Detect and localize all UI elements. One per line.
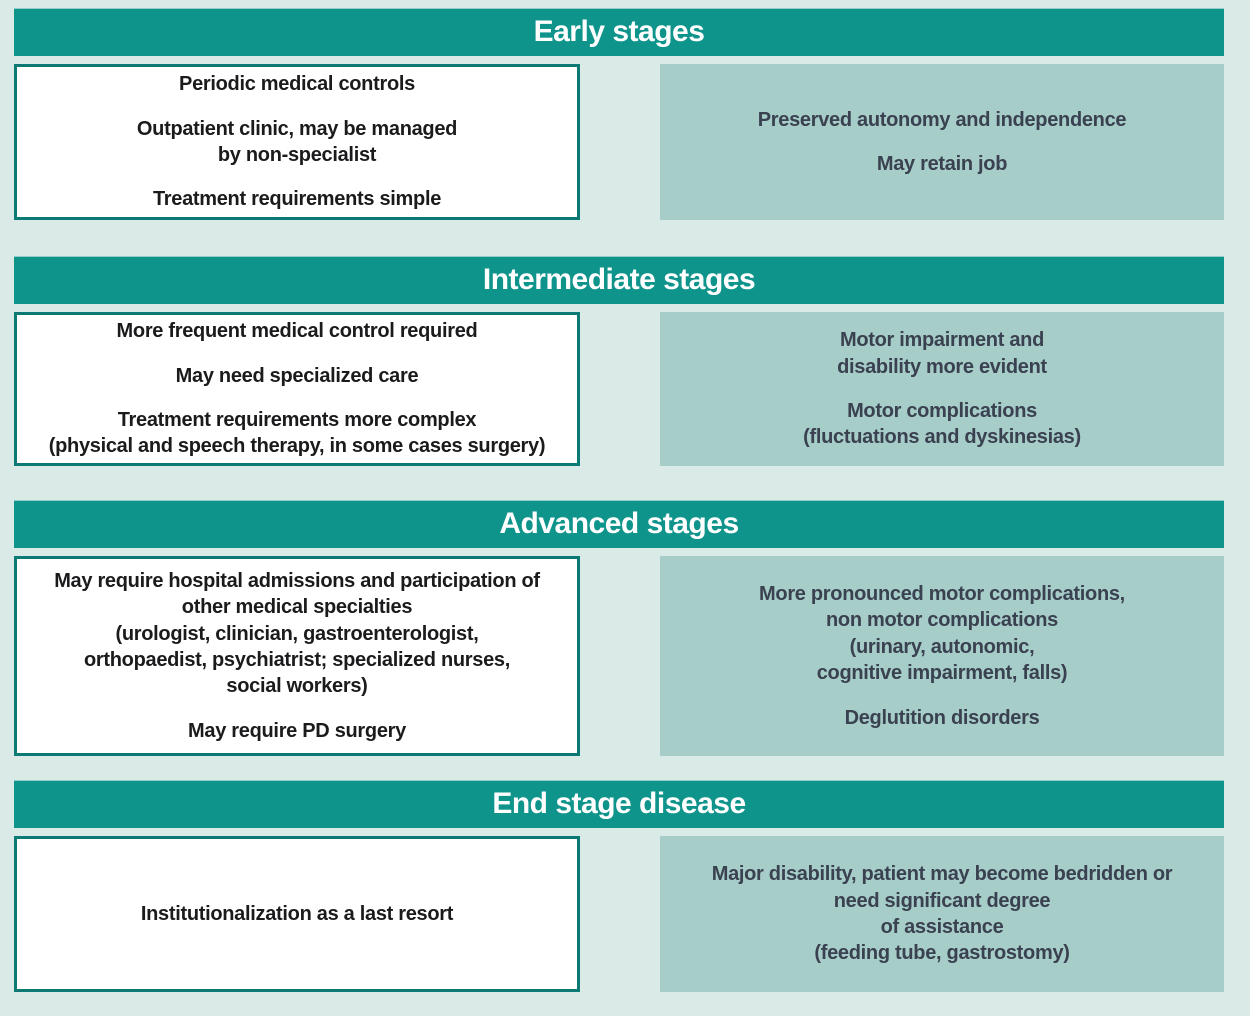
section-end-stage-disease: End stage disease Institutionalization a… (14, 780, 1224, 992)
care-management-box-intermediate: More frequent medical control required M… (14, 312, 580, 466)
patient-status-box-early: Preserved autonomy and independence May … (660, 64, 1224, 220)
care-paragraph: Institutionalization as a last resort (140, 902, 454, 925)
section-advanced-stages: Advanced stages May require hospital adm… (14, 500, 1224, 756)
section-title: End stage disease (492, 787, 746, 820)
section-row: Institutionalization as a last resort Ma… (14, 836, 1224, 992)
care-paragraph: May require PD surgery (188, 719, 406, 742)
section-intermediate-stages: Intermediate stages More frequent medica… (14, 256, 1224, 466)
care-paragraph: Outpatient clinic, may be managed by non… (136, 117, 458, 166)
care-paragraph: May require hospital admissions and part… (54, 569, 540, 698)
section-header-advanced-stages: Advanced stages (14, 500, 1224, 548)
status-paragraph: Preserved autonomy and independence (757, 108, 1127, 131)
care-paragraph: Periodic medical controls (179, 73, 415, 96)
status-paragraph: Deglutition disorders (844, 706, 1040, 729)
section-title: Advanced stages (499, 507, 739, 540)
section-header-early-stages: Early stages (14, 8, 1224, 56)
status-paragraph: More pronounced motor complications, non… (759, 583, 1125, 685)
status-paragraph: Motor complications (fluctuations and dy… (803, 400, 1081, 449)
patient-status-box-end-stage: Major disability, patient may become bed… (660, 836, 1224, 992)
section-header-intermediate-stages: Intermediate stages (14, 256, 1224, 304)
section-row: More frequent medical control required M… (14, 312, 1224, 466)
patient-status-box-intermediate: Motor impairment and disability more evi… (660, 312, 1224, 466)
patient-status-box-advanced: More pronounced motor complications, non… (660, 556, 1224, 756)
section-row: May require hospital admissions and part… (14, 556, 1224, 756)
section-header-end-stage-disease: End stage disease (14, 780, 1224, 828)
care-management-box-early: Periodic medical controls Outpatient cli… (14, 64, 580, 220)
care-management-box-end-stage: Institutionalization as a last resort (14, 836, 580, 992)
care-paragraph: Treatment requirements more complex (phy… (48, 409, 546, 458)
section-early-stages: Early stages Periodic medical controls O… (14, 8, 1224, 220)
section-row: Periodic medical controls Outpatient cli… (14, 64, 1224, 220)
section-title: Intermediate stages (482, 263, 756, 296)
status-paragraph: Motor impairment and disability more evi… (837, 329, 1047, 378)
section-title: Early stages (533, 15, 705, 48)
status-paragraph: May retain job (876, 153, 1008, 175)
care-paragraph: More frequent medical control required (116, 320, 478, 343)
care-management-box-advanced: May require hospital admissions and part… (14, 556, 580, 756)
care-paragraph: May need specialized care (175, 364, 419, 387)
status-paragraph: Major disability, patient may become bed… (711, 863, 1173, 965)
care-paragraph: Treatment requirements simple (152, 188, 442, 211)
